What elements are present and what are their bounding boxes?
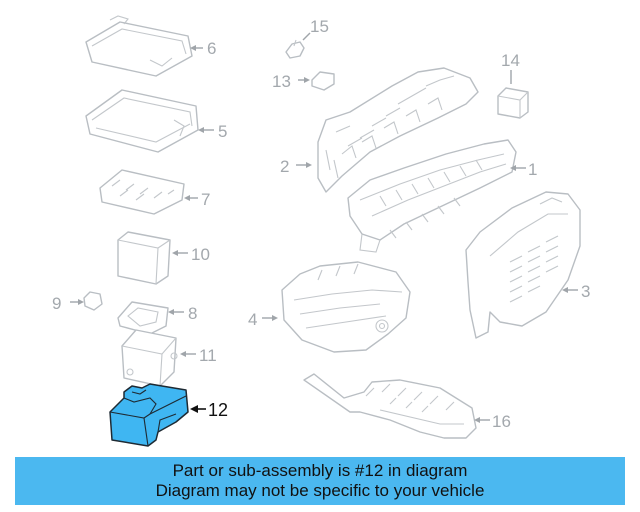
callout-5: 5 <box>218 122 227 141</box>
part-4-control-module <box>281 261 411 353</box>
callout-13: 13 <box>272 72 291 91</box>
banner-line-1: Part or sub-assembly is #12 in diagram <box>172 461 468 480</box>
callout-9: 9 <box>52 294 61 313</box>
arrow-12 <box>190 405 198 413</box>
part-10-relay <box>117 231 171 285</box>
arrow-11 <box>180 351 186 357</box>
info-banner: Part or sub-assembly is #12 in diagram D… <box>15 457 625 505</box>
callout-2: 2 <box>280 157 289 176</box>
part-8-relay-base <box>117 301 169 335</box>
arrow-9 <box>78 299 84 305</box>
callout-15: 15 <box>310 17 329 36</box>
callout-4: 4 <box>248 310 257 329</box>
part-7-fuse-panel <box>99 169 185 215</box>
part-16-fuse-holder <box>303 373 477 439</box>
callout-6: 6 <box>207 39 216 58</box>
callout-3: 3 <box>581 282 590 301</box>
callout-16: 16 <box>492 412 511 431</box>
arrow-1 <box>510 165 516 171</box>
lead-line-15 <box>302 32 311 41</box>
callout-14: 14 <box>501 51 520 70</box>
callout-1: 1 <box>528 160 537 179</box>
arrow-13 <box>304 77 310 83</box>
part-3-housing <box>465 191 581 339</box>
part-9-plug <box>83 291 103 311</box>
arrow-2 <box>306 162 312 168</box>
part-15-clip <box>285 39 305 59</box>
part-11-relay <box>121 329 178 387</box>
arrow-7 <box>184 195 190 201</box>
arrow-8 <box>168 309 174 315</box>
part-14-relay-cube <box>497 87 529 119</box>
callout-11: 11 <box>199 346 217 365</box>
arrow-10 <box>172 250 178 256</box>
callout-10: 10 <box>191 245 210 264</box>
part-5-cover <box>85 89 199 153</box>
callout-8: 8 <box>188 304 197 323</box>
part-2-bracket <box>317 67 479 193</box>
arrow-16 <box>474 417 480 423</box>
callout-12: 12 <box>208 400 228 420</box>
part-1-junction-block <box>347 139 517 253</box>
part-12-relay-highlighted[interactable] <box>109 383 189 447</box>
part-13-connector <box>311 71 335 91</box>
part-6-cover <box>85 15 193 77</box>
callout-7: 7 <box>201 190 210 209</box>
parts-diagram: 6 5 7 10 9 8 <box>52 15 590 447</box>
arrow-6 <box>190 45 196 51</box>
arrow-4 <box>272 315 278 321</box>
arrow-5 <box>198 127 204 133</box>
arrow-3 <box>562 287 568 293</box>
banner-line-2: Diagram may not be specific to your vehi… <box>155 481 485 500</box>
